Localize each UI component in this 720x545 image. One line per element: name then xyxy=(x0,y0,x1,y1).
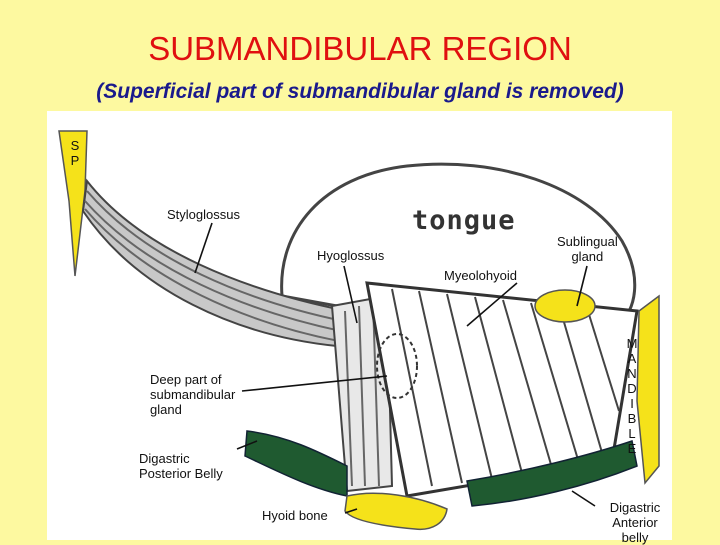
label-mandible: M A N D I B L E xyxy=(624,336,640,456)
label-digastric-posterior: Digastric Posterior Belly xyxy=(139,451,223,481)
label-hyoglossus: Hyoglossus xyxy=(317,248,385,263)
pointer-digastric-posterior xyxy=(236,440,258,450)
hyoglossus-muscle xyxy=(330,294,394,493)
styloglossus-muscle xyxy=(81,178,349,348)
label-sp-letter: P xyxy=(70,153,80,168)
digastric-posterior-belly xyxy=(244,430,348,497)
label-mandible-letter: A xyxy=(627,351,637,366)
pointer-digastric-anterior xyxy=(571,490,596,507)
digastric-anterior-belly xyxy=(466,440,638,507)
pointer-sublingual xyxy=(576,265,588,307)
pointer-lines xyxy=(194,222,596,514)
label-tongue: tongue xyxy=(412,205,516,236)
label-mandible-letter: I xyxy=(630,396,634,411)
deep-submandibular-gland xyxy=(376,333,418,399)
label-sublingual-gland: Sublingual gland xyxy=(557,234,618,264)
pointer-styloglossus xyxy=(194,222,213,274)
hyoid-bone xyxy=(344,492,448,531)
label-hyoid-bone: Hyoid bone xyxy=(262,508,328,523)
label-digastric-anterior: Digastric Anterior belly xyxy=(609,500,661,545)
page-title: SUBMANDIBULAR REGION xyxy=(148,30,572,67)
pointer-hyoglossus xyxy=(343,265,358,324)
pointer-hyoid xyxy=(344,508,358,514)
sublingual-gland xyxy=(534,289,596,323)
anatomy-drawing xyxy=(58,130,660,531)
label-sp: S P xyxy=(67,138,83,168)
label-deep-part: Deep part of submandibular gland xyxy=(150,372,236,417)
page-subtitle: (Superficial part of submandibular gland… xyxy=(96,80,624,103)
label-sp-letter: S xyxy=(70,138,80,153)
label-mandible-letter: B xyxy=(627,411,637,426)
label-styloglossus: Styloglossus xyxy=(167,207,240,222)
label-mandible-letter: N xyxy=(627,366,637,381)
label-myeolohyoid: Myeolohyoid xyxy=(444,268,517,283)
mandible-bone xyxy=(636,294,660,485)
diagram-panel: S P Styloglossus tongue Hyoglossus Subli… xyxy=(47,111,672,545)
label-mandible-letter: L xyxy=(628,426,636,441)
tongue-outline xyxy=(280,162,637,328)
label-mandible-letter: M xyxy=(626,336,638,351)
label-mandible-letter: E xyxy=(627,441,637,456)
label-mandible-letter: D xyxy=(627,381,637,396)
pointer-myeolohyoid xyxy=(466,282,518,327)
styloid-process xyxy=(58,130,88,277)
pointer-deep-gland xyxy=(241,375,388,392)
